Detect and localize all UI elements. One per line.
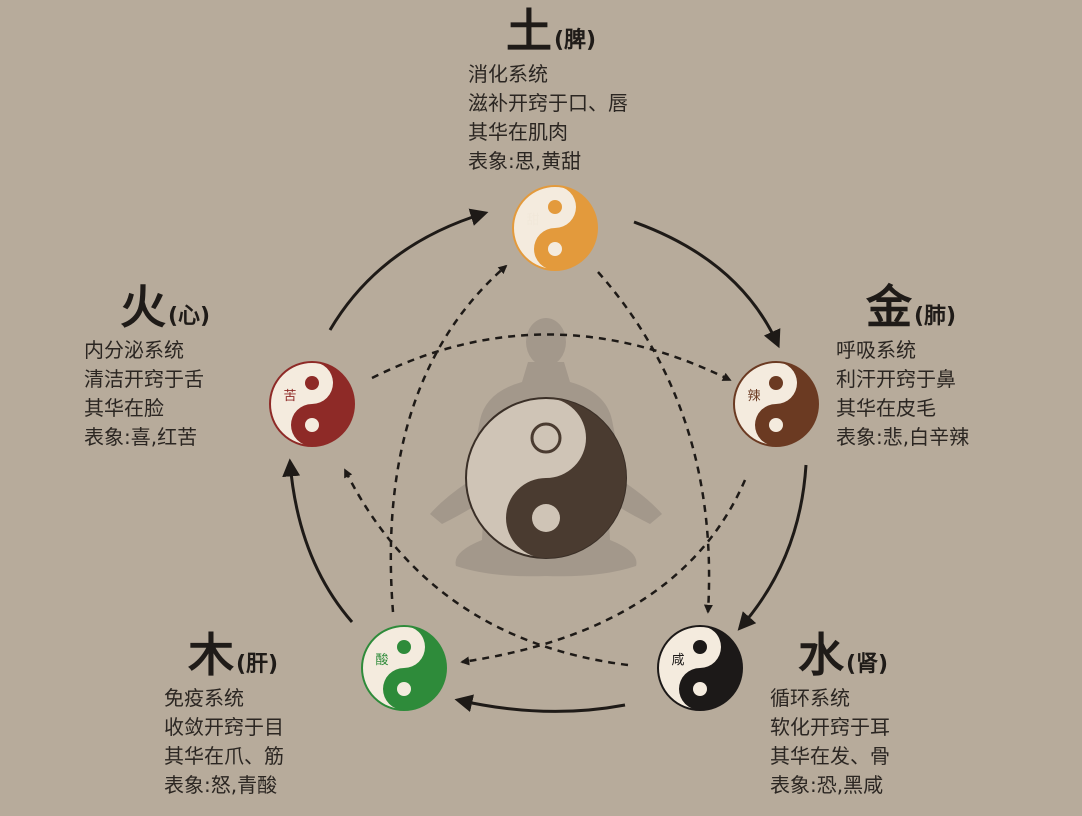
arrow-wood-to-fire — [282, 458, 354, 623]
earth-organ: (脾) — [554, 28, 597, 53]
wood-organ: (肝) — [236, 652, 279, 677]
arrow-fire-to-metal — [371, 333, 732, 382]
fire-organ: (心) — [168, 304, 211, 329]
earth-line-1: 消化系统 — [468, 62, 548, 86]
wood-taste-label: 酸 — [375, 653, 388, 668]
wood-line-3: 其华在爪、筋 — [164, 744, 284, 768]
water-taste-label: 咸 — [671, 653, 684, 668]
metal-block: 金 (肺) 呼吸系统 利汗开窍于鼻 其华在皮毛 表象:悲,白辛辣 — [836, 284, 969, 452]
generating-cycle-arrows — [282, 208, 808, 713]
fire-line-2: 清洁开窍于舌 — [84, 367, 204, 391]
metal-line-1: 呼吸系统 — [836, 338, 916, 362]
earth-line-2: 滋补开窍于口、唇 — [468, 91, 628, 115]
arrow-earth-to-water — [597, 271, 713, 614]
water-organ: (肾) — [846, 652, 889, 677]
earth-taste-label: 甜 — [526, 212, 539, 228]
earth-yin-yang-icon: 甜 — [512, 185, 598, 271]
wood-line-4: 表象:怒,青酸 — [164, 773, 278, 797]
earth-line-4: 表象:思,黄甜 — [468, 149, 582, 173]
fire-line-3: 其华在脸 — [84, 396, 164, 420]
controlling-cycle-arrows — [343, 264, 747, 667]
fire-yin-yang-icon: 苦 — [269, 361, 355, 447]
metal-line-4: 表象:悲,白辛辣 — [836, 425, 970, 449]
fire-line-4: 表象:喜,红苦 — [84, 425, 198, 449]
fire-title: 火 — [120, 280, 166, 334]
metal-title: 金 — [866, 280, 912, 334]
arrow-earth-to-metal — [633, 220, 781, 349]
water-line-2: 软化开窍于耳 — [770, 715, 890, 739]
earth-line-3: 其华在肌肉 — [468, 120, 568, 144]
water-block: 水 (肾) 循环系统 软化开窍于耳 其华在发、骨 表象:恐,黑咸 — [770, 632, 890, 800]
water-line-1: 循环系统 — [770, 686, 850, 710]
water-line-3: 其华在发、骨 — [770, 744, 890, 768]
water-yin-yang-icon: 咸 — [657, 625, 743, 711]
center-yin-yang — [465, 397, 627, 559]
metal-line-2: 利汗开窍于鼻 — [836, 367, 956, 391]
fire-block: 火 (心) 内分泌系统 清洁开窍于舌 其华在脸 表象:喜,红苦 — [84, 284, 210, 452]
fire-taste-label: 苦 — [283, 388, 296, 404]
arrow-fire-to-earth — [328, 208, 489, 331]
metal-line-3: 其华在皮毛 — [836, 396, 936, 420]
wood-line-2: 收敛开窍于目 — [164, 715, 284, 739]
fire-line-1: 内分泌系统 — [84, 338, 184, 362]
wood-yin-yang-icon: 酸 — [361, 625, 447, 711]
water-title: 水 — [798, 628, 844, 682]
arrow-water-to-wood — [454, 694, 626, 713]
arrow-water-to-fire — [343, 468, 629, 667]
arrow-metal-to-wood — [460, 479, 747, 666]
earth-block: 土 (脾) 消化系统 滋补开窍于口、唇 其华在肌肉 表象:思,黄甜 — [468, 8, 628, 176]
metal-yin-yang-icon: 辣 — [733, 361, 819, 447]
arrow-metal-to-water — [737, 464, 808, 631]
wood-line-1: 免疫系统 — [164, 686, 244, 710]
wood-title: 木 — [188, 628, 234, 682]
water-line-4: 表象:恐,黑咸 — [770, 773, 884, 797]
metal-taste-label: 辣 — [747, 389, 760, 404]
metal-organ: (肺) — [914, 304, 957, 329]
wood-block: 木 (肝) 免疫系统 收敛开窍于目 其华在爪、筋 表象:怒,青酸 — [164, 632, 284, 800]
earth-title: 土 — [506, 4, 552, 58]
